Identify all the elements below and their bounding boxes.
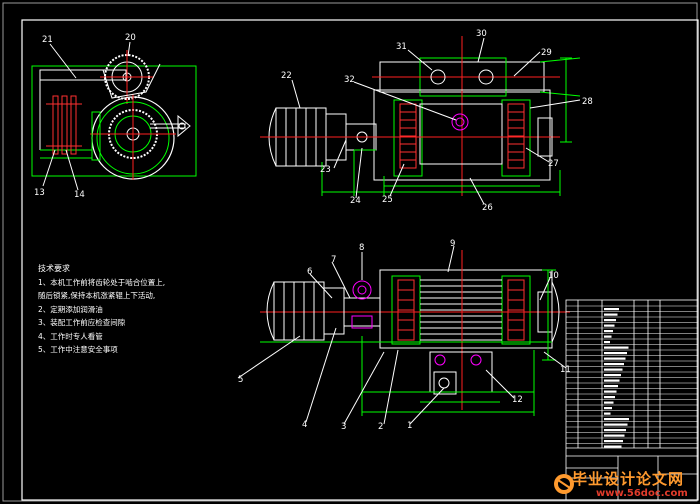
- front-view: [237, 245, 570, 425]
- part-label-9: 9: [450, 239, 455, 249]
- requirement-note: 2、定期添加润滑油: [38, 304, 103, 314]
- parts-list-entry-mark: [604, 434, 625, 437]
- part-label-8: 8: [359, 243, 364, 253]
- parts-list-entry-mark: [604, 429, 626, 432]
- part-label-32: 32: [344, 75, 355, 85]
- part-label-1: 1: [407, 421, 412, 431]
- parts-list-entry-mark: [604, 341, 610, 344]
- parts-list-entry-mark: [604, 440, 623, 443]
- part-labels: 21 20 13 14 22 31 30 29 32 28 27 23 24 2…: [34, 29, 593, 432]
- gear-side-view: [31, 41, 197, 191]
- technical-requirements: 技术要求 1、本机工作前将齿轮处于啮合位置上, 随后锁紧,保持本机涨紧辊上下活动…: [38, 262, 188, 357]
- parts-list-entry-mark: [604, 352, 627, 355]
- parts-list-entry-mark: [604, 346, 629, 349]
- part-label-12: 12: [512, 395, 523, 405]
- parts-list-entry-mark: [604, 418, 629, 421]
- watermark: 毕业设计论文网 www.56doc.com: [552, 468, 700, 504]
- parts-list-entry-mark: [604, 319, 616, 322]
- part-label-2: 2: [378, 422, 383, 432]
- watermark-url: www.56doc.com: [596, 488, 688, 499]
- requirement-note: 4、工作时专人看管: [38, 331, 103, 341]
- requirement-note: 随后锁紧,保持本机涨紧辊上下活动,: [38, 291, 156, 300]
- parts-list-entry-mark: [604, 423, 628, 426]
- title-block-rows: [566, 305, 698, 444]
- parts-list-entry-mark: [604, 374, 621, 377]
- parts-list-entry-mark: [604, 363, 624, 366]
- parts-list-entry-mark: [604, 368, 623, 371]
- part-label-31: 31: [396, 42, 407, 52]
- part-label-3: 3: [341, 422, 346, 432]
- parts-list-entry-mark: [604, 357, 626, 360]
- parts-list-entry-mark: [604, 324, 615, 327]
- requirement-note: 5、工作中注意安全事项: [38, 345, 118, 354]
- part-label-24: 24: [350, 196, 361, 206]
- part-label-13: 13: [34, 188, 45, 198]
- part-label-10: 10: [548, 271, 559, 281]
- part-label-26: 26: [482, 203, 493, 213]
- part-label-11: 11: [560, 365, 571, 375]
- part-label-5: 5: [238, 375, 243, 385]
- part-label-7: 7: [331, 255, 336, 265]
- part-label-23: 23: [320, 165, 331, 175]
- parts-list-entry-mark: [604, 313, 618, 316]
- technical-requirements-title: 技术要求: [38, 264, 70, 273]
- parts-list-entry-mark: [604, 407, 612, 410]
- title-block-text: [604, 308, 629, 448]
- parts-list-entry-mark: [604, 308, 619, 311]
- parts-list-entry-mark: [604, 412, 611, 415]
- part-label-14: 14: [74, 190, 85, 200]
- parts-list-entry-mark: [604, 335, 612, 338]
- part-label-30: 30: [476, 29, 487, 39]
- parts-list-entry-mark: [604, 390, 617, 393]
- requirement-note: 1、本机工作前将齿轮处于啮合位置上,: [38, 277, 166, 287]
- part-label-20: 20: [125, 33, 136, 43]
- parts-list-entry-mark: [604, 330, 613, 333]
- part-label-28: 28: [582, 97, 593, 107]
- part-label-21: 21: [42, 35, 53, 45]
- part-label-4: 4: [302, 420, 307, 430]
- requirement-note: 3、装配工作前应检查间隙: [38, 318, 126, 327]
- parts-list-entry-mark: [604, 401, 614, 404]
- parts-list-entry-mark: [604, 396, 615, 399]
- top-view: [260, 36, 581, 205]
- watermark-title: 毕业设计论文网: [572, 470, 685, 488]
- parts-list-entry-mark: [604, 379, 620, 382]
- part-label-22: 22: [281, 71, 292, 81]
- part-label-27: 27: [548, 159, 559, 169]
- part-label-25: 25: [382, 195, 393, 205]
- parts-list-entry-mark: [604, 445, 622, 448]
- site-logo-icon: [554, 474, 574, 494]
- part-label-6: 6: [307, 267, 312, 277]
- title-block: [565, 299, 699, 501]
- part-label-29: 29: [541, 48, 552, 58]
- parts-list-entry-mark: [604, 385, 618, 388]
